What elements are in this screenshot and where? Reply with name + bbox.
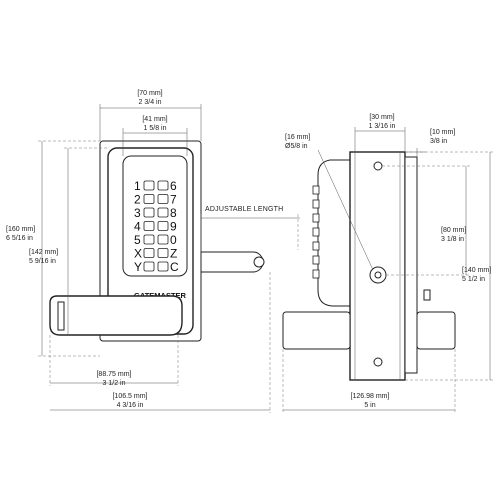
- key-label-right-6: C: [170, 260, 179, 274]
- dim-lower-height-mm: [140 mm]: [462, 267, 491, 274]
- dim-lower-height-in: 5 1/2 in: [462, 276, 485, 283]
- screw-bottom: [373, 357, 383, 367]
- key-button-right-2: [157, 207, 169, 218]
- dim-plate-width-mm: [30 mm]: [369, 114, 394, 121]
- dim-width-outer-mm: [70 mm]: [137, 90, 162, 97]
- key-label-left-6: Y: [134, 260, 142, 274]
- dim-edge-offset-mm: [10 mm]: [430, 129, 455, 136]
- dim-width-keypad-mm: [41 mm]: [142, 116, 167, 123]
- dim-edge-offset-in: 3/8 in: [430, 138, 447, 145]
- dim-width-keypad-in: 1 5/8 in: [144, 125, 167, 132]
- dim-lever-length-in: 3 1/2 in: [103, 380, 126, 387]
- key-button-left-1: [143, 194, 155, 204]
- key-label-left-2: 3: [134, 206, 141, 220]
- key-button-left-0: [143, 180, 155, 191]
- side-view: [30 mm] 1 3/16 in [10 mm] 3/8 in [16 mm]…: [282, 114, 494, 413]
- side-buttons: [312, 185, 320, 279]
- key-label-left-4: 5: [134, 233, 141, 247]
- dim-spindle-height-mm: [80 mm]: [441, 227, 466, 234]
- key-button-left-2: [143, 207, 155, 218]
- key-label-right-4: 0: [170, 233, 177, 247]
- dim-plate-width-in: 1 3/16 in: [369, 123, 396, 130]
- dim-overall-depth-in: 5 in: [364, 402, 375, 409]
- key-label-right-5: Z: [170, 247, 177, 261]
- dim-width-outer-in: 2 3/4 in: [139, 99, 162, 106]
- dim-lever-length-mm: [88.75 mm]: [96, 371, 131, 378]
- key-label-left-0: 1: [134, 179, 141, 193]
- key-button-left-6: [143, 261, 155, 272]
- dim-height-keypad-mm: [142 mm]: [29, 249, 58, 256]
- side-plate: [349, 151, 406, 381]
- key-label-left-5: X: [134, 247, 142, 261]
- dim-overall-width-mm: [106.5 mm]: [112, 393, 147, 400]
- dim-height-keypad-in: 5 9/16 in: [29, 258, 56, 265]
- key-button-right-3: [157, 221, 169, 231]
- key-button-right-1: [157, 194, 169, 204]
- spindle-hole: [253, 256, 265, 268]
- key-button-right-6: [157, 261, 169, 272]
- dim-height-total-mm: [160 mm]: [6, 226, 35, 233]
- side-housing: [317, 159, 351, 307]
- adjustable-length-label: ADJUSTABLE LENGTH: [205, 206, 283, 213]
- keypad-panel: [122, 155, 188, 277]
- key-button-right-0: [157, 180, 169, 191]
- side-plate-edge: [404, 156, 418, 374]
- key-label-right-1: 7: [170, 193, 177, 207]
- screw-top: [373, 161, 383, 171]
- key-button-left-4: [143, 234, 155, 245]
- key-label-left-3: 4: [134, 220, 141, 234]
- cylinder-left: [282, 311, 351, 350]
- key-label-right-0: 6: [170, 179, 177, 193]
- key-button-right-4: [157, 234, 169, 245]
- dim-spindle-height-in: 3 1/8 in: [441, 236, 464, 243]
- dim-height-total-in: 6 5/16 in: [6, 235, 33, 242]
- key-button-right-5: [157, 248, 169, 258]
- dim-hole-dia-mm: [16 mm]: [285, 134, 310, 141]
- cylinder-right: [416, 311, 456, 350]
- key-label-right-3: 9: [170, 220, 177, 234]
- key-button-left-3: [143, 221, 155, 231]
- lever-handle-detail: [57, 301, 65, 331]
- key-label-left-1: 2: [134, 193, 141, 207]
- lever-handle: [49, 295, 183, 336]
- dim-overall-width-in: 4 3/16 in: [117, 402, 144, 409]
- dim-hole-dia-in: Ø5/8 in: [285, 143, 308, 150]
- key-label-right-2: 8: [170, 206, 177, 220]
- key-button-left-5: [143, 248, 155, 258]
- dim-overall-depth-mm: [126.98 mm]: [351, 393, 390, 400]
